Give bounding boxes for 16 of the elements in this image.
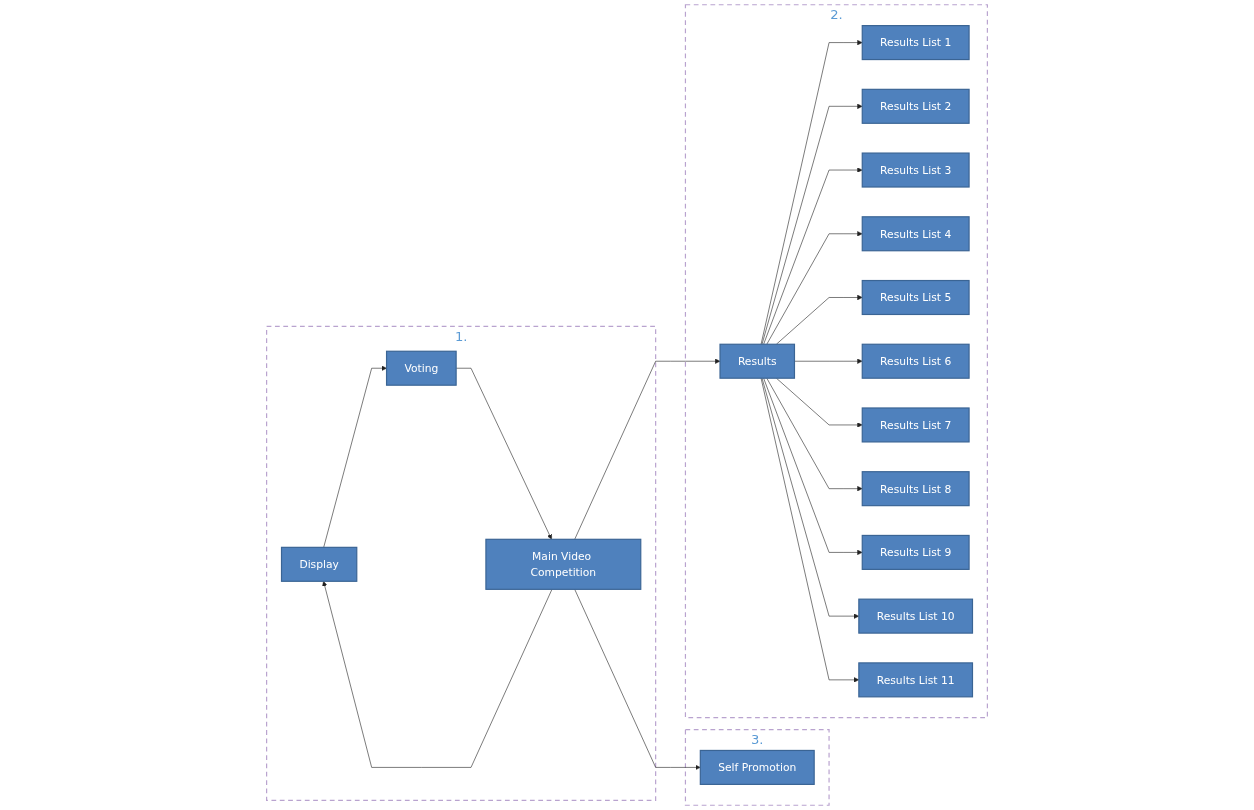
- node-box: Results List 11: [858, 662, 974, 698]
- node-box: Results List 7: [861, 407, 970, 443]
- node-box: Results List 5: [861, 279, 970, 316]
- node-box: Results List 10: [858, 598, 974, 634]
- node-box: Results: [719, 343, 796, 379]
- node-box: Self Promotion: [699, 749, 815, 785]
- node-box: Voting: [385, 350, 457, 386]
- node-box: Results List 2: [861, 88, 970, 124]
- node-box: Main Video Competition: [485, 538, 642, 590]
- node-box: Results List 9: [861, 534, 970, 570]
- node-box: Display: [280, 546, 358, 582]
- node-box: Results List 8: [861, 471, 970, 507]
- node-box: Results List 6: [861, 343, 970, 379]
- node-box: Results List 4: [861, 216, 970, 252]
- node-box: Results List 3: [861, 152, 970, 188]
- node-box: Results List 1: [861, 25, 970, 61]
